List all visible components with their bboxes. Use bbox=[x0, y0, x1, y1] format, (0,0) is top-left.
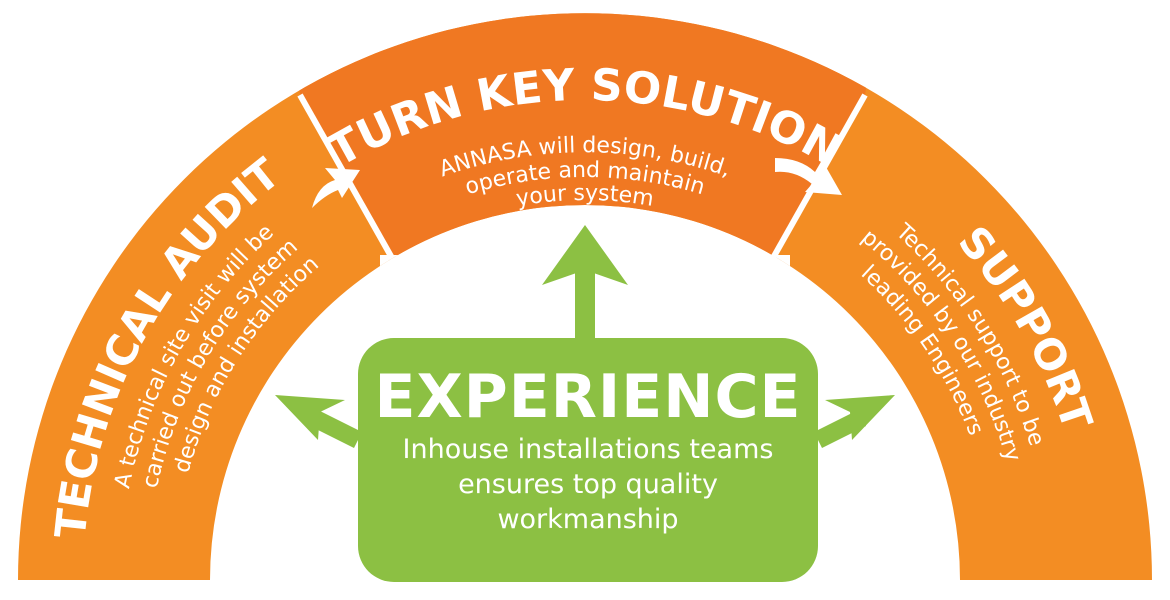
turn-key-segment bbox=[290, 13, 880, 255]
experience-title: EXPERIENCE bbox=[374, 362, 802, 432]
arrow-right-icon bbox=[775, 158, 842, 195]
experience-line: ensures top quality bbox=[458, 469, 718, 500]
experience-line: workmanship bbox=[497, 504, 679, 535]
arrow-left-icon bbox=[275, 395, 345, 440]
experience-arrows bbox=[275, 225, 895, 448]
arrow-up-icon bbox=[542, 225, 628, 285]
arrow-right-green-icon bbox=[825, 395, 895, 440]
experience-line: Inhouse installations teams bbox=[402, 434, 774, 465]
arrow-right-icon bbox=[312, 168, 360, 208]
experience-box: EXPERIENCE Inhouse installations teams e… bbox=[358, 338, 818, 582]
arrow-up-shaft bbox=[575, 270, 595, 342]
